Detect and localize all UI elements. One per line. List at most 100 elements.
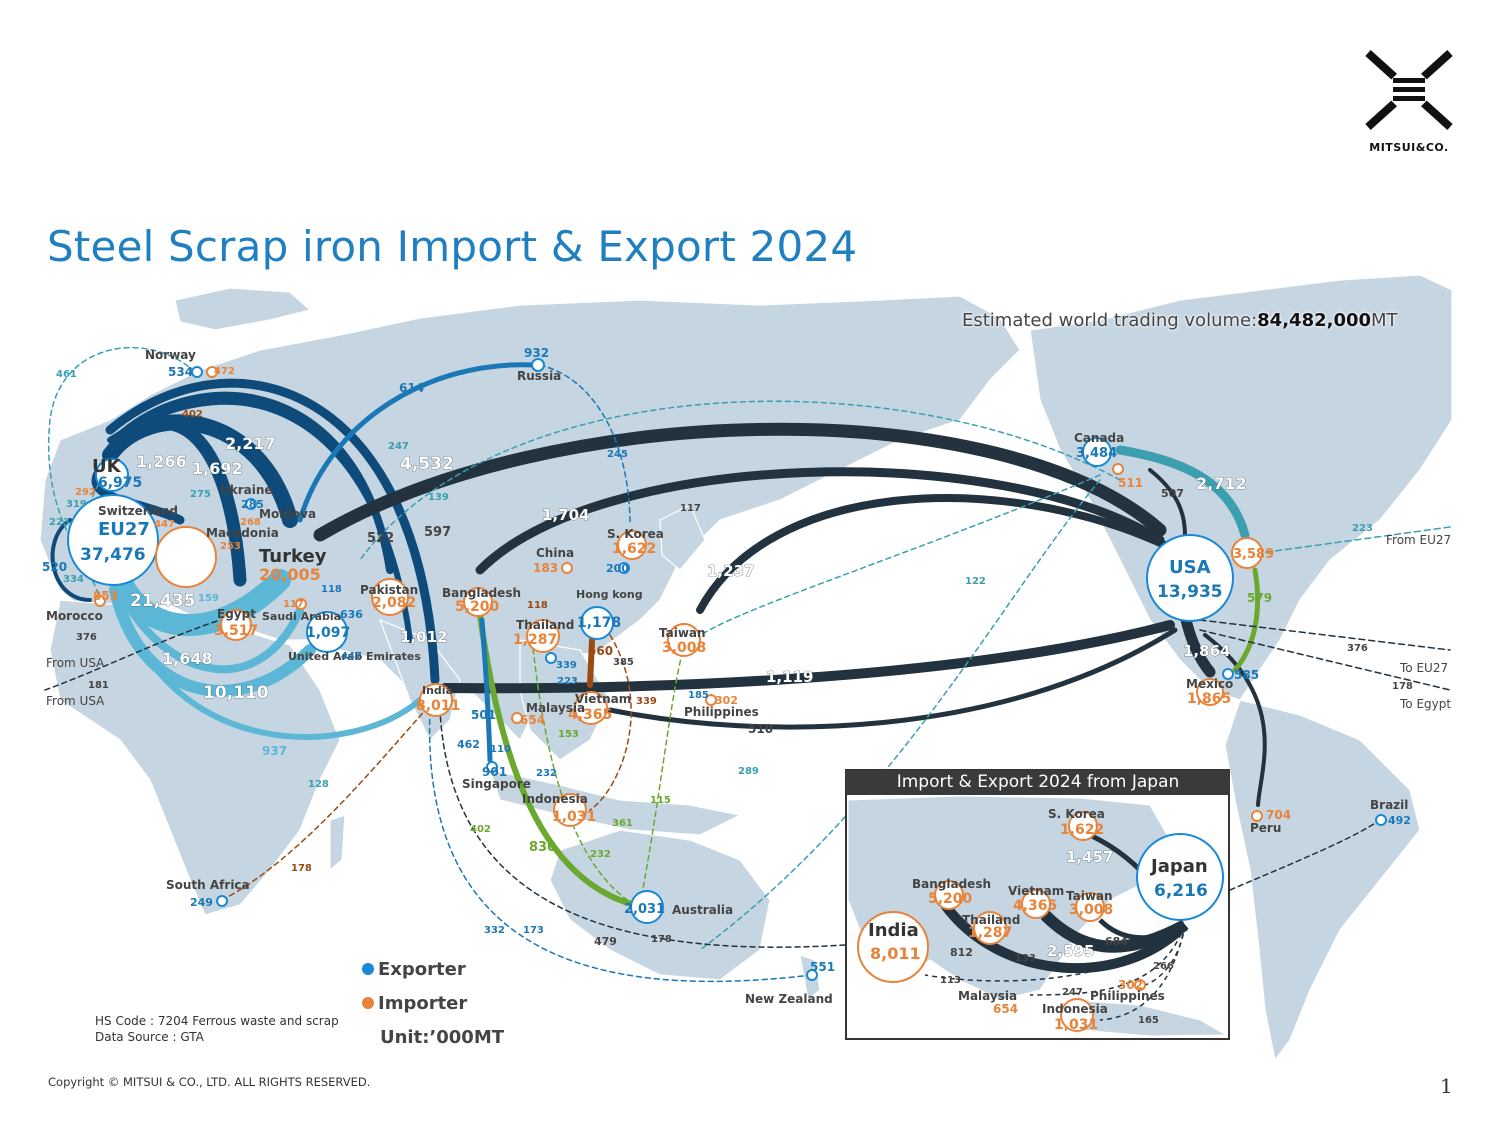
label-korea-export: 200 xyxy=(606,562,629,575)
page-number: 1 xyxy=(1440,1074,1453,1098)
node-eu27-circle xyxy=(67,494,159,586)
inset-malaysia-value: 654 xyxy=(993,1002,1018,1016)
label-mexico-export: 585 xyxy=(1234,668,1259,682)
label-name: Canada xyxy=(1074,431,1124,445)
flow-label: 614 xyxy=(399,381,424,395)
node-brazil-dot xyxy=(1375,814,1387,826)
flow-label: 1,704 xyxy=(542,506,589,524)
label-value: 1,178 xyxy=(577,615,621,631)
node-philippines-dot xyxy=(705,694,717,706)
flow-dashed-6 xyxy=(1199,629,1451,691)
flow-dashed-9 xyxy=(428,709,813,983)
label-name: Norway xyxy=(145,348,196,362)
flow-usa-turkey xyxy=(313,422,1167,542)
inset-flow-main xyxy=(940,902,1189,974)
inset-flow-label: 247 xyxy=(1062,987,1083,998)
node-egypt-circle xyxy=(220,609,252,641)
copyright: Copyright © MITSUI & CO., LTD. ALL RIGHT… xyxy=(48,1075,371,1089)
legend-exporter: Exporter xyxy=(362,952,504,986)
flow-label: 4,532 xyxy=(400,454,454,474)
flow-dashed-16 xyxy=(44,619,221,691)
node-uae-circle xyxy=(306,611,348,653)
label-thailand-export: 339 xyxy=(556,660,577,671)
node-norway-dot xyxy=(191,366,203,378)
inset-flow-label: 684 xyxy=(1105,935,1128,948)
exporter-dot-icon xyxy=(362,963,374,975)
inset-japan-name: Japan xyxy=(1149,856,1208,877)
inset-korea-value: 1,622 xyxy=(1060,822,1104,838)
flow-label: 560 xyxy=(588,644,613,658)
from-usa-label-2: From USA xyxy=(46,694,105,708)
label-value: 117 xyxy=(283,599,304,610)
label-name: EU27 xyxy=(98,519,150,540)
inset-flow-dashed-d xyxy=(924,924,1186,982)
hs-code: HS Code : 7204 Ferrous waste and scrap xyxy=(95,1014,339,1028)
flow-label: 21,435 xyxy=(130,591,196,611)
from-usa-label: From USA xyxy=(46,656,105,670)
flow-usa-bangladesh xyxy=(475,467,1165,575)
label-value: 268 xyxy=(240,517,261,528)
flow-label: 361 xyxy=(612,818,633,829)
node-russia-dot xyxy=(531,358,545,372)
flow-label: 178 xyxy=(291,863,312,874)
label-value: 492 xyxy=(1388,814,1411,827)
flow-label: 339 xyxy=(636,696,657,707)
label-value: 183 xyxy=(533,561,558,575)
inset-flow-taiwan xyxy=(1098,918,1187,941)
label-name: Mexico xyxy=(1186,677,1233,691)
flow-usa-peru xyxy=(1203,633,1267,807)
flow-label: 289 xyxy=(738,766,759,777)
inset-india-value: 8,011 xyxy=(870,944,921,963)
flow-dashed-7 xyxy=(1259,526,1451,554)
to-egypt-label: To Egypt xyxy=(1399,697,1451,711)
inset-japan-circle xyxy=(1136,833,1224,921)
label-value: 1,287 xyxy=(513,632,557,648)
flow-label: 1,864 xyxy=(1183,642,1230,660)
flow-label: 2,217 xyxy=(225,434,276,453)
node-singapore-dot xyxy=(486,761,498,773)
flow-australia-bangladesh xyxy=(477,612,638,908)
flow-label: 178 xyxy=(651,934,672,945)
flow-label: 376 xyxy=(1347,643,1368,654)
label-value: 932 xyxy=(524,346,549,360)
world-volume-label: Estimated world trading volume: xyxy=(962,310,1258,331)
label-value: 5,200 xyxy=(455,599,500,615)
from-eu27-label: From EU27 xyxy=(1386,533,1451,547)
flow-label: 1,012 xyxy=(400,628,447,646)
flow-label: 10,110 xyxy=(203,683,269,703)
flow-dashed-15 xyxy=(359,400,1121,561)
flow-label: 1,119 xyxy=(766,668,813,686)
node-mexico-export-dot xyxy=(1222,668,1234,680)
land-south-america xyxy=(1224,699,1421,1062)
inset-taiwan-name: Taiwan xyxy=(1066,889,1113,903)
flow-label: 479 xyxy=(594,935,617,948)
label-value: 901 xyxy=(482,765,507,779)
inset-labels: Japan 6,216 India 8,011 Bangladesh 5,200… xyxy=(868,807,1208,1033)
label-name: Indonesia xyxy=(522,792,588,806)
inset-thailand-value: 1,287 xyxy=(968,925,1012,941)
inset-map: Japan 6,216 India 8,011 Bangladesh 5,200… xyxy=(847,795,1228,1038)
inset-flow-label: 133 xyxy=(1015,953,1036,964)
node-mexico-circle xyxy=(1196,678,1224,706)
flow-dashed-13 xyxy=(589,619,632,811)
flow-label: 461 xyxy=(56,369,77,380)
inset-taiwan-value: 3,008 xyxy=(1069,902,1113,918)
inset-flow-labels: 1,457 2,595 684 812 133 113 247 266 165 xyxy=(940,848,1174,1026)
flow-label: 115 xyxy=(650,795,671,806)
label-name: S. Korea xyxy=(607,527,664,541)
flow-dashed-5 xyxy=(1199,619,1451,651)
label-name: Brazil xyxy=(1370,798,1408,812)
label-value: 302 xyxy=(715,694,738,707)
node-south-africa-dot xyxy=(216,895,228,907)
label-saudi-export: 636 xyxy=(340,608,363,621)
inset-flow-label: 165 xyxy=(1138,1015,1159,1026)
flow-dashed-4 xyxy=(699,479,1101,951)
inset-india-name: India xyxy=(868,920,919,941)
node-canada-circle xyxy=(1082,437,1112,467)
inset-flow-label: 266 xyxy=(1153,961,1174,972)
label-value: 704 xyxy=(1266,808,1291,822)
legend: Exporter Importer Unit:’000MT xyxy=(362,952,504,1054)
flow-dashed-10 xyxy=(439,709,846,948)
node-vietnam-circle xyxy=(574,691,608,725)
label-value: 853 xyxy=(93,589,118,603)
